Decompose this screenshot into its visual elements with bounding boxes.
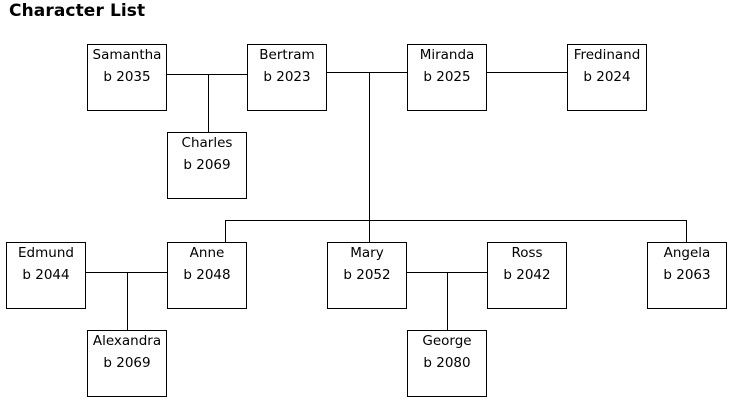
person-name: Ross [511,245,543,261]
person-box-bertram: Bertram b 2023 [247,44,327,111]
person-box-angela: Angela b 2063 [647,242,727,309]
person-birth: b 2069 [103,355,151,371]
person-box-mary: Mary b 2052 [327,242,407,309]
person-birth: b 2069 [183,157,231,173]
person-birth: b 2042 [503,267,551,283]
person-birth: b 2023 [263,69,311,85]
person-name: Angela [663,245,711,261]
person-name: George [422,333,472,349]
page-title: Character List [9,1,146,21]
person-birth: b 2063 [663,267,711,283]
person-name: Mary [350,245,384,261]
person-box-fredinand: Fredinand b 2024 [567,44,647,111]
person-birth: b 2024 [583,69,631,85]
person-box-samantha: Samantha b 2035 [87,44,167,111]
person-box-george: George b 2080 [407,330,487,397]
person-box-edmund: Edmund b 2044 [6,242,86,309]
person-name: Alexandra [92,333,162,349]
person-birth: b 2080 [423,355,471,371]
person-name: Edmund [18,245,74,261]
person-birth: b 2025 [423,69,471,85]
person-box-anne: Anne b 2048 [167,242,247,309]
person-birth: b 2035 [103,69,151,85]
person-name: Fredinand [573,47,641,63]
person-name: Bertram [259,47,315,63]
person-box-ross: Ross b 2042 [487,242,567,309]
person-name: Samantha [92,47,162,63]
person-name: Miranda [419,47,475,63]
person-box-miranda: Miranda b 2025 [407,44,487,111]
person-birth: b 2048 [183,267,231,283]
person-box-alexandra: Alexandra b 2069 [87,330,167,397]
person-name: Anne [189,245,225,261]
person-birth: b 2044 [22,267,70,283]
person-box-charles: Charles b 2069 [167,132,247,199]
person-birth: b 2052 [343,267,391,283]
person-name: Charles [181,135,233,151]
